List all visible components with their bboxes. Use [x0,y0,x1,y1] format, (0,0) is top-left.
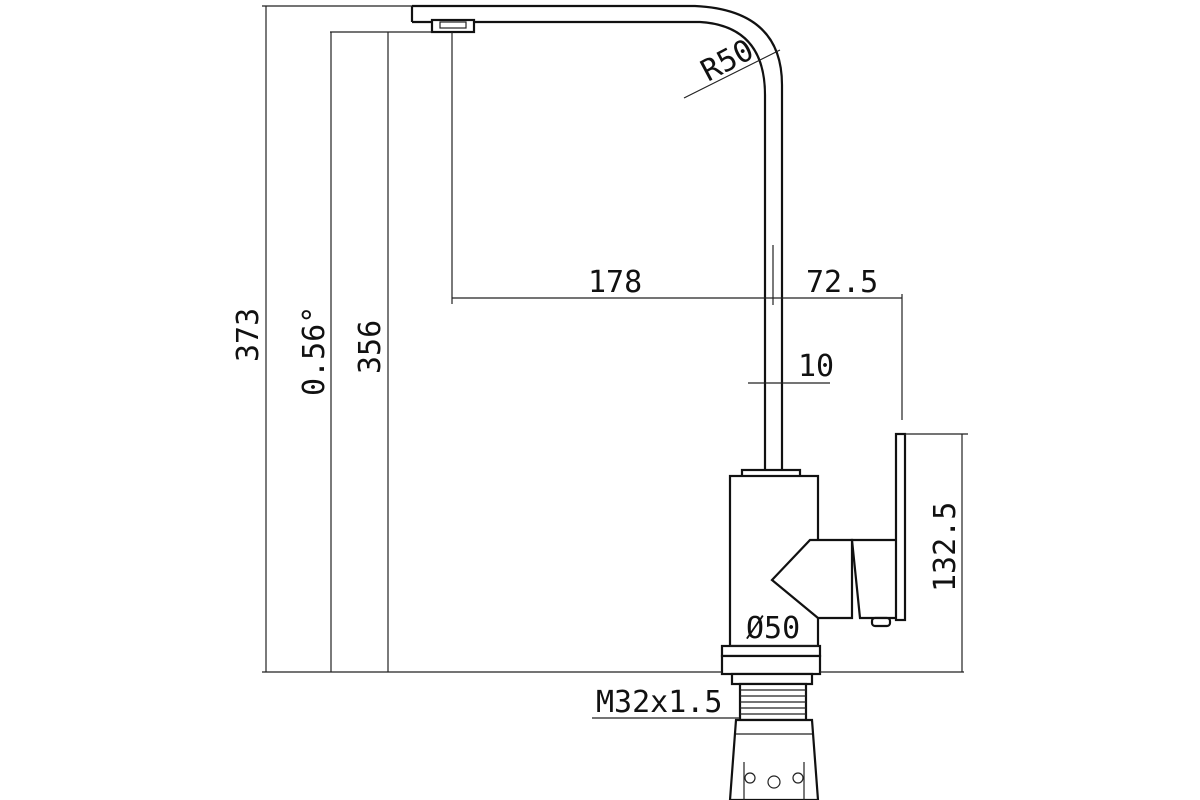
lever-handle [894,432,907,622]
mounting-nut [728,718,820,800]
label-tube-width: 10 [798,349,834,384]
label-body-height: 132.5 [928,502,963,592]
label-spout-reach: 178 [588,265,642,300]
lever-block [850,538,904,620]
aerator-inner [439,21,467,29]
faucet-outline [410,4,907,800]
label-bend-radius: R50 [695,33,759,89]
base-ring-top [720,644,822,658]
spout-outer-edge [412,4,784,470]
base-ring [720,654,822,676]
dimension-lines [262,5,968,719]
label-handle-offset: 72.5 [806,265,878,300]
dimension-labels: 373 0.56° 356 178 72.5 10 R50 132.5 Ø50 … [231,33,963,720]
label-total-height: 373 [231,308,266,362]
lever-tip [870,616,892,628]
spout-inner-edge [412,20,767,470]
label-angle: 0.56° [297,306,332,396]
label-body-diameter: Ø50 [746,611,800,646]
leader-r50 [683,49,781,99]
base-washer [730,672,814,686]
aerator [430,18,476,34]
thread-section [738,682,808,722]
label-thread: M32x1.5 [596,685,722,720]
label-spout-height: 356 [353,320,388,374]
lever-neck [770,538,854,620]
